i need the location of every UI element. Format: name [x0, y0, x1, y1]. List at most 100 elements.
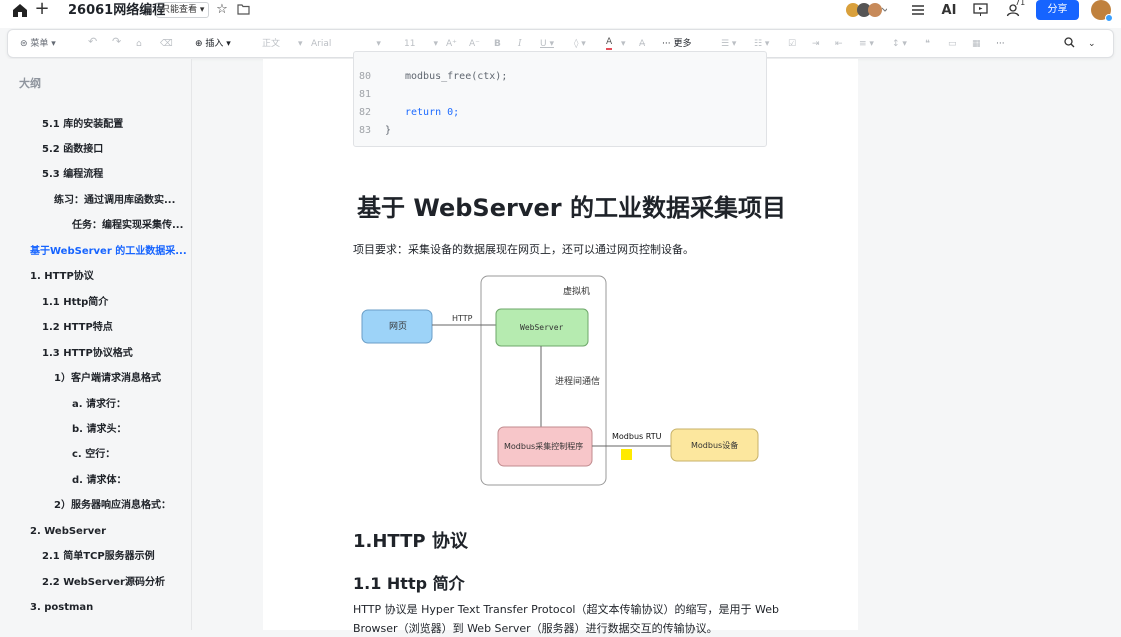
increase-font-icon[interactable]: A⁺	[446, 39, 457, 49]
line-number: 80	[359, 71, 372, 82]
view-mode-dropdown[interactable]: 只能查看 ▾	[156, 2, 210, 18]
font-select[interactable]: Arial ▾	[311, 39, 381, 49]
outline-item[interactable]: 5.3 编程流程	[42, 169, 104, 180]
code-line: return 0;	[405, 107, 460, 118]
undo-icon[interactable]: ↶	[88, 35, 98, 48]
align-icon[interactable]: ≡ ▾	[859, 39, 874, 49]
format-painter-icon[interactable]: ⌂	[136, 39, 142, 49]
outline-item[interactable]: 1.3 HTTP协议格式	[42, 348, 133, 359]
modbus-device-label: Modbus设备	[691, 440, 738, 450]
outline-item[interactable]: 1）客户端请求消息格式	[54, 373, 161, 384]
code-block[interactable]: 80 modbus_free(ctx); 81 82 return 0; 83 …	[353, 51, 767, 147]
home-icon[interactable]	[11, 2, 29, 18]
outline-item[interactable]: 练习：通过调用库函数实...	[54, 195, 176, 206]
text-color-dropdown-icon[interactable]: ▾	[621, 39, 626, 49]
line-number: 81	[359, 89, 372, 100]
outline-item[interactable]: 5.1 库的安装配置	[42, 119, 124, 130]
ordered-list-icon[interactable]: ☷ ▾	[754, 39, 770, 49]
top-bar: + 26061网络编程 只能查看 ▾ ☆ AI 71 分享	[0, 0, 1121, 28]
outline-item[interactable]: 1.1 Http简介	[42, 297, 109, 308]
webserver-label: WebServer	[520, 323, 564, 332]
requirement-text: 项目要求：采集设备的数据展现在网页上，还可以通过网页控制设备。	[353, 243, 694, 256]
ai-button[interactable]: AI	[941, 2, 957, 18]
search-icon[interactable]	[1064, 37, 1075, 53]
section-heading: 基于 WebServer 的工业数据采集项目	[357, 194, 786, 222]
paragraph-style-select[interactable]: 正文 ▾	[262, 39, 303, 49]
italic-icon[interactable]: I	[518, 39, 522, 49]
modbus-program-label: Modbus采集控制程序	[504, 441, 583, 451]
webpage-label: 网页	[389, 321, 407, 332]
insert-label: 插入	[205, 39, 224, 49]
outline-item[interactable]: 任务：编程实现采集传...	[72, 220, 184, 231]
table-icon[interactable]: ▦	[972, 39, 981, 49]
bold-icon[interactable]: B	[494, 39, 501, 49]
indent-icon[interactable]: ⇥	[812, 39, 820, 49]
underline-icon[interactable]: U ▾	[540, 39, 554, 49]
outline-item[interactable]: 2.1 简单TCP服务器示例	[42, 551, 155, 562]
architecture-diagram: 虚拟机 网页 HTTP WebServer 进程间通信 Modbus采集控制程序…	[361, 275, 759, 486]
line-number: 82	[359, 107, 372, 118]
outline-title: 大纲	[19, 77, 41, 90]
outline-item[interactable]: 3. postman	[30, 602, 94, 613]
view-mode-label: 只能查看	[161, 5, 198, 15]
menu-label: 菜单	[30, 39, 49, 49]
user-notify-icon[interactable]: 71	[1002, 0, 1026, 19]
outline-item[interactable]: 2. WebServer	[30, 526, 107, 537]
paragraph-line: HTTP 协议是 Hyper Text Transfer Protocol（超文…	[353, 603, 779, 616]
paragraph-line: Browser（浏览器）到 Web Server（服务器）进行数据交互的传输协议…	[353, 622, 718, 635]
comment-icon[interactable]: ▭	[948, 39, 957, 49]
modbus-device-node	[670, 428, 759, 462]
outline-item[interactable]: 5.2 函数接口	[42, 144, 104, 155]
notify-count: 71	[1015, 0, 1026, 7]
new-doc-icon[interactable]: +	[34, 0, 50, 19]
outdent-icon[interactable]: ⇤	[835, 39, 843, 49]
decrease-font-icon[interactable]: A⁻	[469, 39, 480, 49]
outline-sidebar: 大纲 5.1 库的安装配置 5.2 函数接口 5.3 编程流程 练习：通过调用库…	[0, 59, 192, 630]
outline-item[interactable]: 1. HTTP协议	[30, 271, 94, 282]
line-number: 83	[359, 125, 372, 136]
insert-button[interactable]: ⊕ 插入 ▾	[195, 39, 231, 49]
text-color-icon[interactable]: A	[606, 37, 613, 50]
outline-item-active[interactable]: 基于WebServer 的工业数据采...	[30, 246, 187, 257]
collapse-toolbar-icon[interactable]: ⌄	[1088, 39, 1096, 49]
outline-item[interactable]: d. 请求体：	[72, 475, 127, 486]
user-avatar[interactable]	[1091, 0, 1113, 22]
share-button[interactable]: 分享	[1036, 0, 1079, 20]
outline-item[interactable]: 2）服务器响应消息格式：	[54, 500, 171, 511]
checkbox-list-icon[interactable]: ☑	[788, 39, 797, 49]
code-line: }	[385, 125, 392, 136]
star-icon[interactable]: ☆	[216, 1, 228, 17]
outline-item[interactable]: a. 请求行：	[72, 399, 127, 410]
outline-item[interactable]: c. 空行：	[72, 449, 116, 460]
webpage-node	[361, 309, 433, 344]
present-icon[interactable]	[971, 2, 989, 18]
collaborator-avatars[interactable]	[845, 2, 887, 18]
outline-item[interactable]: b. 请求头：	[72, 424, 127, 435]
strike-format-icon[interactable]: A̶	[639, 39, 646, 49]
quote-icon[interactable]: ❝	[925, 39, 930, 49]
outline-item[interactable]: 1.2 HTTP特点	[42, 322, 113, 333]
outline-item[interactable]: 2.2 WebServer源码分析	[42, 577, 165, 588]
document-page[interactable]: 80 modbus_free(ctx); 81 82 return 0; 83 …	[263, 51, 858, 635]
toolbar-more-icon[interactable]: ···	[996, 39, 1005, 49]
line-spacing-icon[interactable]: ↕ ▾	[892, 39, 907, 49]
menu-button[interactable]: ⊜ 菜单 ▾	[20, 39, 56, 49]
http-label: HTTP	[452, 314, 473, 323]
menu-list-icon[interactable]	[910, 2, 926, 18]
code-line: modbus_free(ctx);	[405, 71, 508, 82]
highlight-icon[interactable]: ◊ ▾	[574, 39, 586, 49]
clear-format-icon[interactable]: ⌫	[160, 39, 173, 49]
heading-http: 1.HTTP 协议	[353, 531, 468, 552]
webserver-node	[495, 308, 589, 347]
more-button[interactable]: ··· 更多	[662, 39, 692, 49]
online-dot	[1105, 14, 1113, 22]
redo-icon[interactable]: ↷	[112, 35, 122, 48]
bullet-list-icon[interactable]: ☰ ▾	[721, 39, 737, 49]
folder-icon[interactable]	[236, 2, 250, 16]
ipc-label: 进程间通信	[555, 375, 600, 387]
font-size-select[interactable]: 11 ▾	[404, 39, 438, 49]
font-label: Arial	[311, 39, 332, 49]
vm-label: 虚拟机	[563, 285, 590, 297]
doc-title: 26061网络编程	[68, 3, 166, 18]
heading-http-intro: 1.1 Http 简介	[353, 574, 465, 593]
